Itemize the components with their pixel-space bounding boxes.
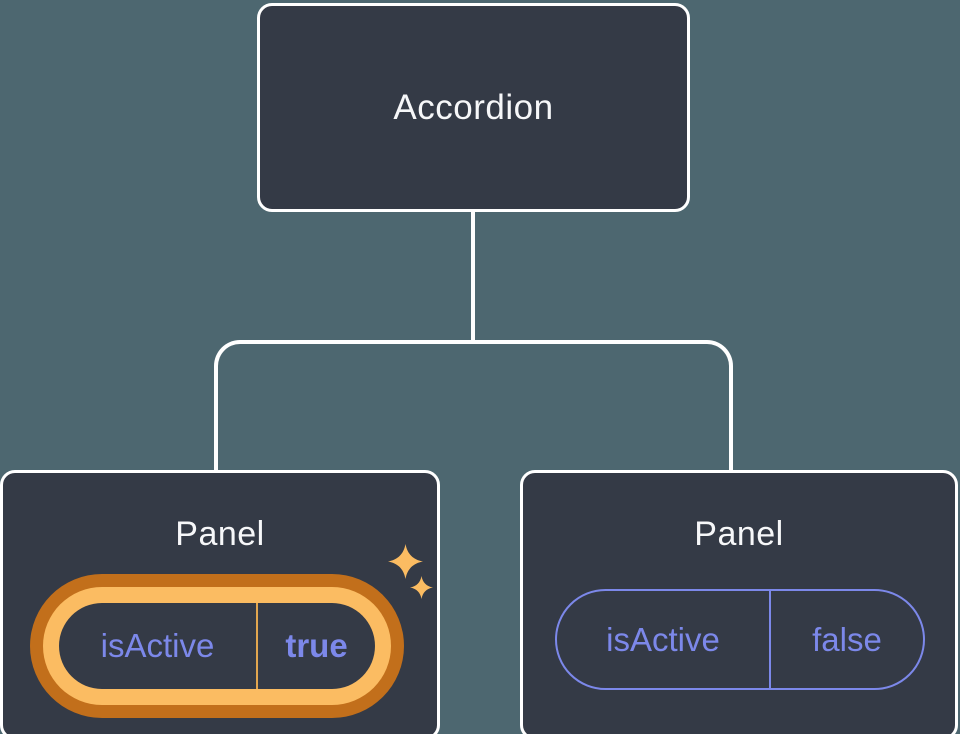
connector-stem-line (471, 211, 475, 342)
connector-branch-bracket (214, 340, 733, 472)
state-prop-label: isActive (100, 627, 215, 664)
state-value-label: false (812, 620, 882, 658)
state-prop-label: isActive (606, 620, 720, 658)
accordion-node-label: Accordion (393, 87, 554, 127)
panel-node-label: Panel (694, 515, 784, 553)
state-pill-active-ring: isActive true (30, 574, 404, 718)
state-value-label: true (285, 627, 348, 664)
state-pill-inactive: isActive false (555, 589, 925, 690)
sparkle-large-icon (388, 544, 423, 579)
pill-divider (256, 603, 258, 689)
state-pill-active-glow: isActive true (43, 587, 391, 705)
accordion-node: Accordion (257, 3, 690, 212)
sparkle-small-icon (410, 576, 433, 599)
pill-divider (769, 591, 771, 688)
panel-node-label: Panel (175, 515, 265, 553)
state-pill-active: isActive true (59, 603, 375, 689)
